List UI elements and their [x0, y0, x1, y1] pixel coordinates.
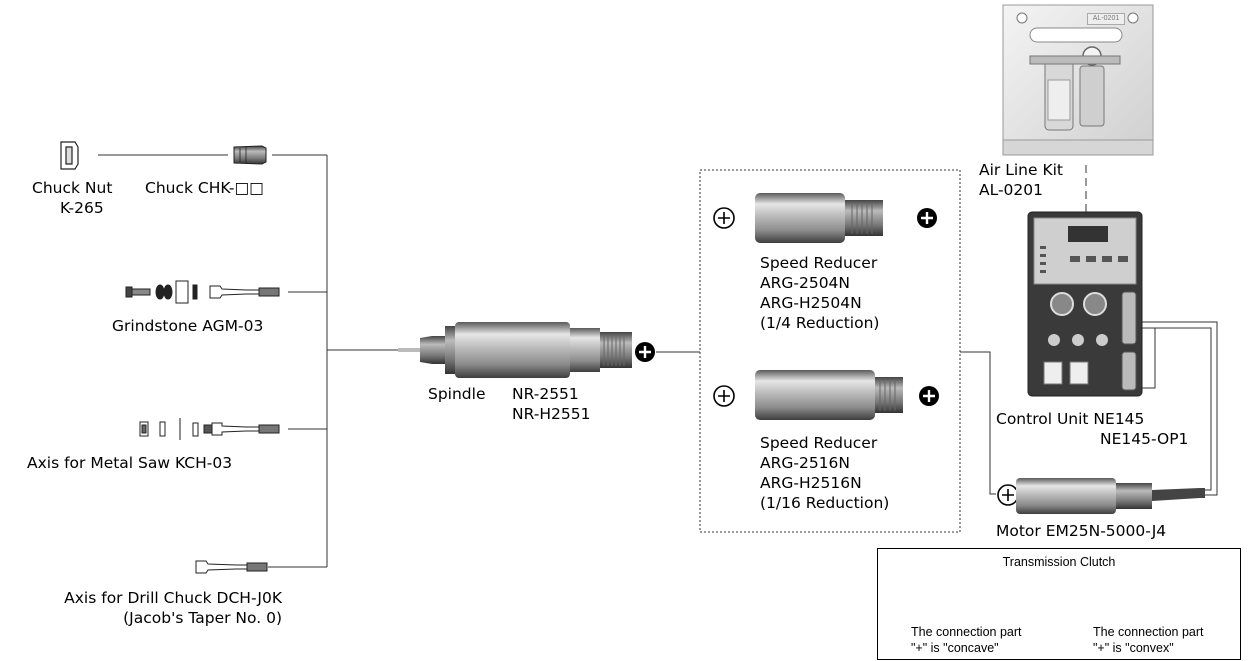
legend-title: Transmission Clutch — [1002, 555, 1116, 569]
accessory-tree-lines — [98, 154, 1218, 568]
reducer-1-ratio: (1/4 Reduction) — [760, 314, 880, 332]
metal-saw-axis-label: Axis for Metal Saw KCH-03 — [27, 454, 233, 472]
chuck-nut-model-label: K-265 — [60, 199, 104, 217]
air-line-kit-name-label: Air Line Kit — [979, 161, 1063, 179]
control-unit-option-label: NE145-OP1 — [1100, 430, 1189, 448]
clutch-legend: Transmission Clutch The connection part … — [877, 548, 1241, 660]
motor-label: Motor EM25N-5000-J4 — [996, 522, 1167, 540]
grindstone-parts-image — [125, 280, 280, 304]
reducer-2-ratio: (1/16 Reduction) — [760, 494, 890, 512]
concave-connector-icon — [919, 386, 939, 406]
reducer-2-model1: ARG-2516N — [760, 454, 851, 472]
motor-image — [1016, 478, 1205, 514]
speed-reducer-2-image — [755, 370, 903, 420]
concave-connector-icon — [635, 342, 655, 362]
reducer-1-title: Speed Reducer — [760, 254, 878, 272]
air-line-kit-plate: AL-0201 — [1087, 13, 1125, 25]
control-unit-image — [1027, 211, 1143, 397]
legend-convex-line2: "+" is "convex" — [1093, 641, 1174, 655]
control-unit-label: Control Unit NE145 — [996, 410, 1145, 428]
legend-convex-line1: The connection part — [1093, 625, 1204, 639]
legend-concave-line2: "+" is "concave" — [911, 641, 999, 655]
air-line-kit-model-label: AL-0201 — [979, 181, 1044, 199]
air-line-kit-image — [1002, 4, 1154, 156]
chuck-image — [233, 145, 267, 165]
grindstone-label: Grindstone AGM-03 — [112, 317, 264, 335]
drill-chuck-axis-note: (Jacob's Taper No. 0) — [123, 609, 282, 627]
drill-chuck-axis-image — [195, 560, 268, 574]
metal-saw-parts-image — [139, 418, 280, 440]
spindle-model1-label: NR-2551 — [512, 385, 579, 403]
spindle-image — [398, 322, 632, 378]
concave-connector-icon — [917, 208, 937, 228]
spindle-model2-label: NR-H2551 — [512, 405, 591, 423]
spindle-name-label: Spindle — [428, 385, 486, 403]
drill-chuck-axis-label: Axis for Drill Chuck DCH-J0K — [64, 589, 282, 607]
convex-connector-icon — [713, 385, 735, 407]
speed-reducer-1-image — [755, 193, 883, 243]
chuck-nut-image — [60, 141, 79, 170]
reducer-2-title: Speed Reducer — [760, 434, 878, 452]
convex-connector-icon — [713, 207, 735, 229]
reducer-1-model1: ARG-2504N — [760, 274, 851, 292]
reducer-2-model2: ARG-H2516N — [760, 474, 862, 492]
convex-connector-icon — [997, 484, 1019, 506]
reducer-1-model2: ARG-H2504N — [760, 294, 862, 312]
reducer-group-box — [699, 169, 961, 533]
legend-concave-line1: The connection part — [911, 625, 1022, 639]
chuck-nut-name-label: Chuck Nut — [32, 179, 113, 197]
chuck-label: Chuck CHK-□□ — [145, 179, 264, 197]
